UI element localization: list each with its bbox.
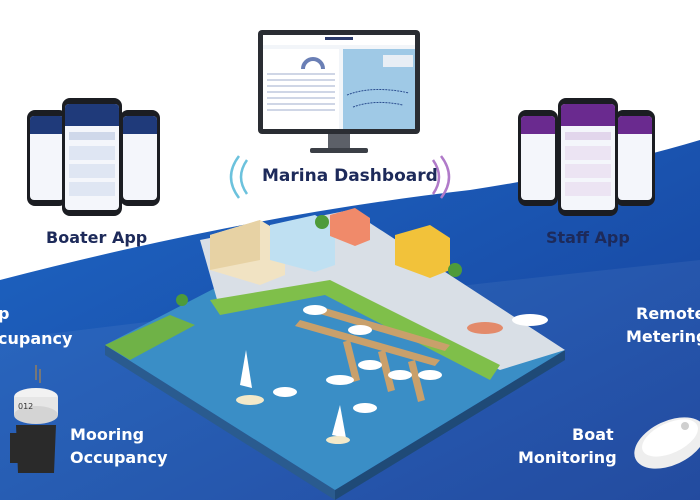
boat-sensor-icon: [634, 417, 700, 469]
staff-app-label: Staff App: [546, 228, 630, 247]
phone-center: [62, 98, 122, 216]
marina-illustration: [105, 208, 565, 500]
boater-app-label: Boater App: [46, 228, 148, 247]
wifi-signal-icon: [229, 155, 451, 199]
staff-phone-right: [615, 110, 655, 206]
boat-label-2: Monitoring: [518, 448, 617, 467]
monitor-stand: [328, 134, 350, 148]
mooring-label-1: Mooring: [70, 425, 145, 444]
boat-label-1: Boat: [572, 425, 614, 444]
dashboard-monitor: [258, 30, 420, 153]
remote-label-2: Metering: [626, 327, 700, 346]
sensor-device-icon: 012: [10, 365, 58, 473]
slip-occupancy-label-1: p: [0, 304, 10, 323]
staff-phone-center: [558, 98, 618, 216]
dashboard-screenshot: [263, 35, 415, 129]
phone-left: [27, 110, 67, 206]
slip-occupancy-label-2: cupancy: [0, 329, 73, 348]
svg-text:012: 012: [18, 402, 33, 411]
phone-right: [120, 110, 160, 206]
dashboard-title: Marina Dashboard: [262, 166, 438, 186]
remote-label-1: Remote: [636, 304, 700, 323]
monitor-base: [310, 148, 368, 153]
monitor-screen: [258, 30, 420, 134]
mooring-label-2: Occupancy: [70, 448, 168, 467]
staff-phone-left: [518, 110, 558, 206]
